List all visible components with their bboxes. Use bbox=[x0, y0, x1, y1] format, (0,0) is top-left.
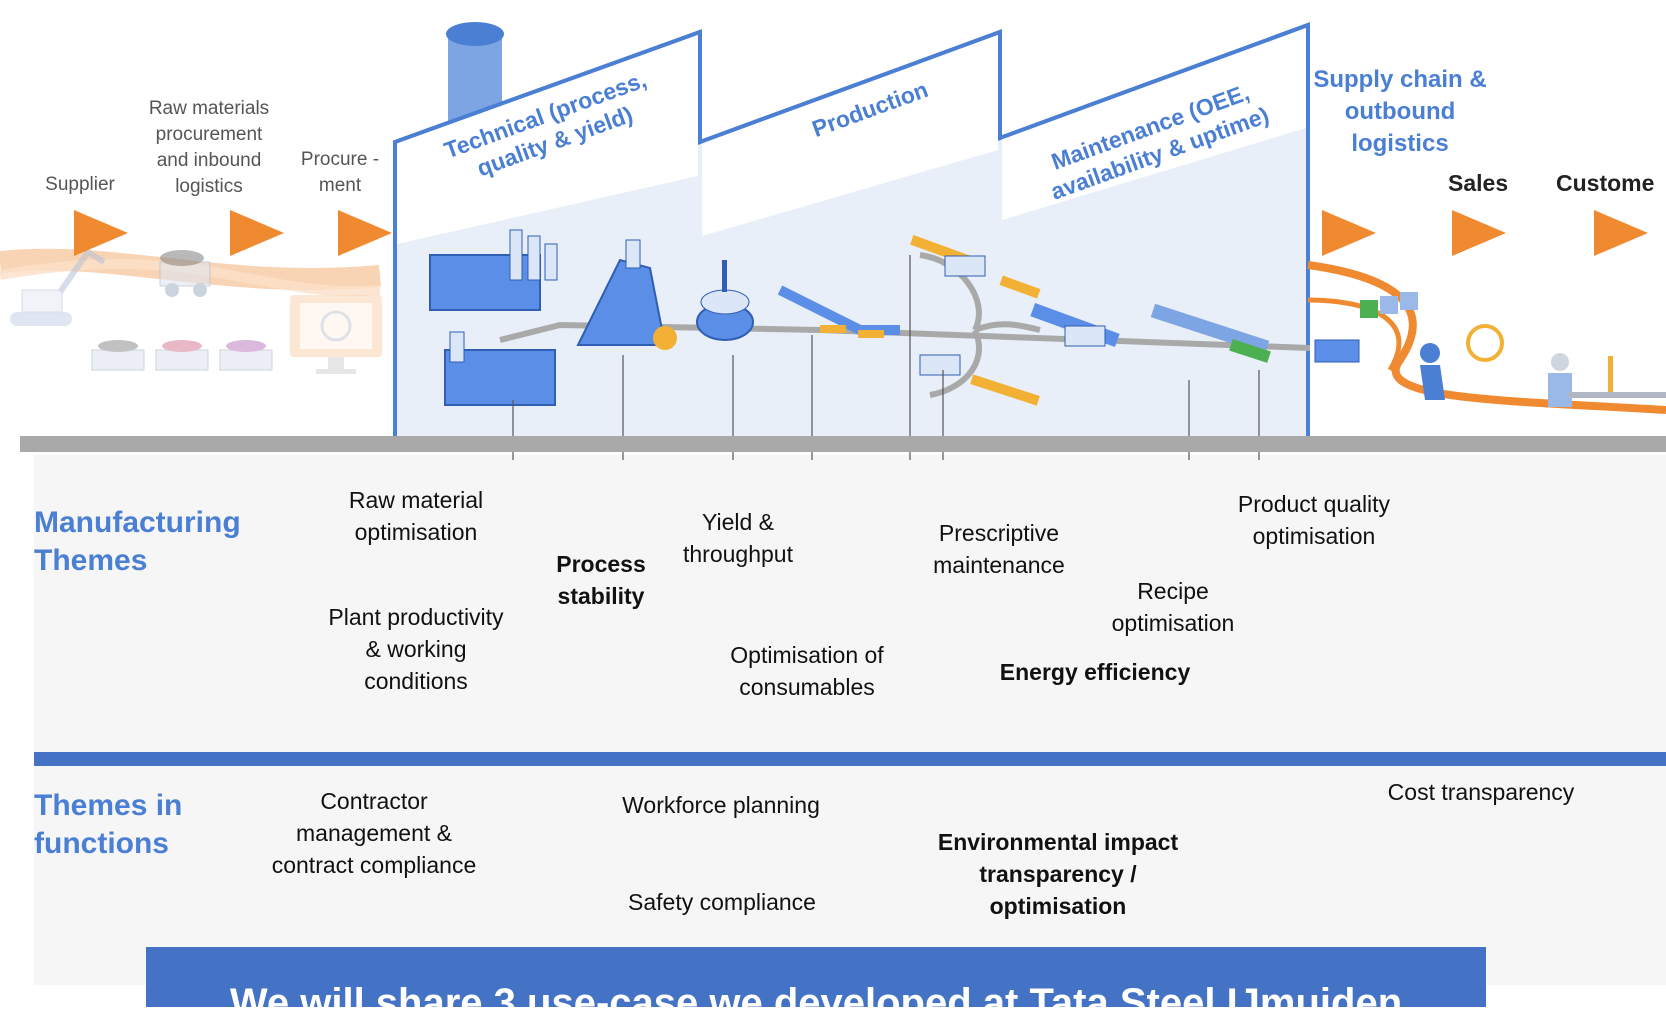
procurement-label: Procure -ment bbox=[300, 149, 380, 196]
rolling-mill-lower-icon bbox=[919, 354, 1040, 406]
supply-chain-title: Supply chain & outbound logistics bbox=[1313, 66, 1487, 157]
theme-energy-efficiency: Energy efficiency bbox=[999, 659, 1191, 685]
section-divider bbox=[34, 752, 1666, 766]
theme-product-quality-optimisation: Product quality optimisation bbox=[1237, 491, 1391, 549]
sales-label: Sales bbox=[1448, 170, 1509, 196]
theme-prescriptive-maintenance: Prescriptive maintenance bbox=[933, 520, 1065, 578]
outbound-road bbox=[1307, 261, 1666, 414]
theme-process-stability: Process stability bbox=[556, 551, 646, 609]
theme-yield-throughput: Yield & throughput bbox=[683, 509, 793, 567]
arrow-icon bbox=[338, 210, 392, 256]
salesperson-icon bbox=[1420, 324, 1504, 400]
theme-safety-compliance: Safety compliance bbox=[628, 889, 816, 915]
cold-mill-icon bbox=[1030, 303, 1120, 347]
theme-contractor-management: Contractor management & contract complia… bbox=[271, 788, 477, 878]
arrow-icon bbox=[1594, 210, 1648, 256]
customer-desk-icon bbox=[1548, 353, 1666, 407]
ladle-furnace-icon bbox=[696, 260, 754, 341]
themes-in-functions-heading: Themes in functions bbox=[34, 789, 183, 860]
theme-cost-transparency: Cost transparency bbox=[1387, 779, 1575, 805]
procurement-monitor-icon bbox=[290, 295, 382, 374]
arrow-icon bbox=[230, 210, 284, 256]
manufacturing-themes-heading: Manufacturing Themes bbox=[34, 506, 241, 577]
banner-text: We will share 3 use-case we developed at… bbox=[229, 981, 1403, 1025]
logistics-icon bbox=[1314, 292, 1418, 363]
caster-icon bbox=[777, 285, 900, 338]
theme-recipe-optimisation: Recipe optimisation bbox=[1111, 578, 1235, 636]
dump-truck-icon bbox=[159, 250, 211, 297]
arrow-icon bbox=[1322, 210, 1376, 256]
raw-materials-label: Raw materials procurement and inbound lo… bbox=[148, 98, 270, 197]
themes-background bbox=[34, 455, 1666, 985]
customer-label: Custome bbox=[1556, 170, 1655, 196]
rolling-mill-upper-icon bbox=[910, 235, 1041, 299]
rail-wagons-icon bbox=[91, 340, 273, 371]
theme-raw-material-optimisation: Raw material optimisation bbox=[348, 487, 484, 545]
theme-workforce-planning: Workforce planning bbox=[622, 792, 820, 818]
arrow-icon bbox=[74, 210, 128, 256]
theme-environmental-impact: Environmental impact transparency / opti… bbox=[937, 829, 1179, 919]
ground-rail bbox=[20, 436, 1666, 452]
theme-plant-productivity: Plant productivity & working conditions bbox=[328, 604, 504, 694]
arrow-icon bbox=[1452, 210, 1506, 256]
excavator-icon bbox=[10, 247, 106, 326]
supplier-label: Supplier bbox=[45, 174, 115, 195]
blast-furnace-plant-icon bbox=[429, 229, 558, 406]
use-case-banner: We will share 3 use-case we developed at… bbox=[146, 947, 1486, 1025]
value-chain-arrows bbox=[74, 210, 1648, 256]
theme-optimisation-of-consumables: Optimisation of consumables bbox=[730, 642, 884, 700]
converter-icon bbox=[576, 239, 677, 350]
value-chain-illustration bbox=[0, 22, 1666, 460]
coating-line-icon bbox=[1150, 303, 1271, 363]
